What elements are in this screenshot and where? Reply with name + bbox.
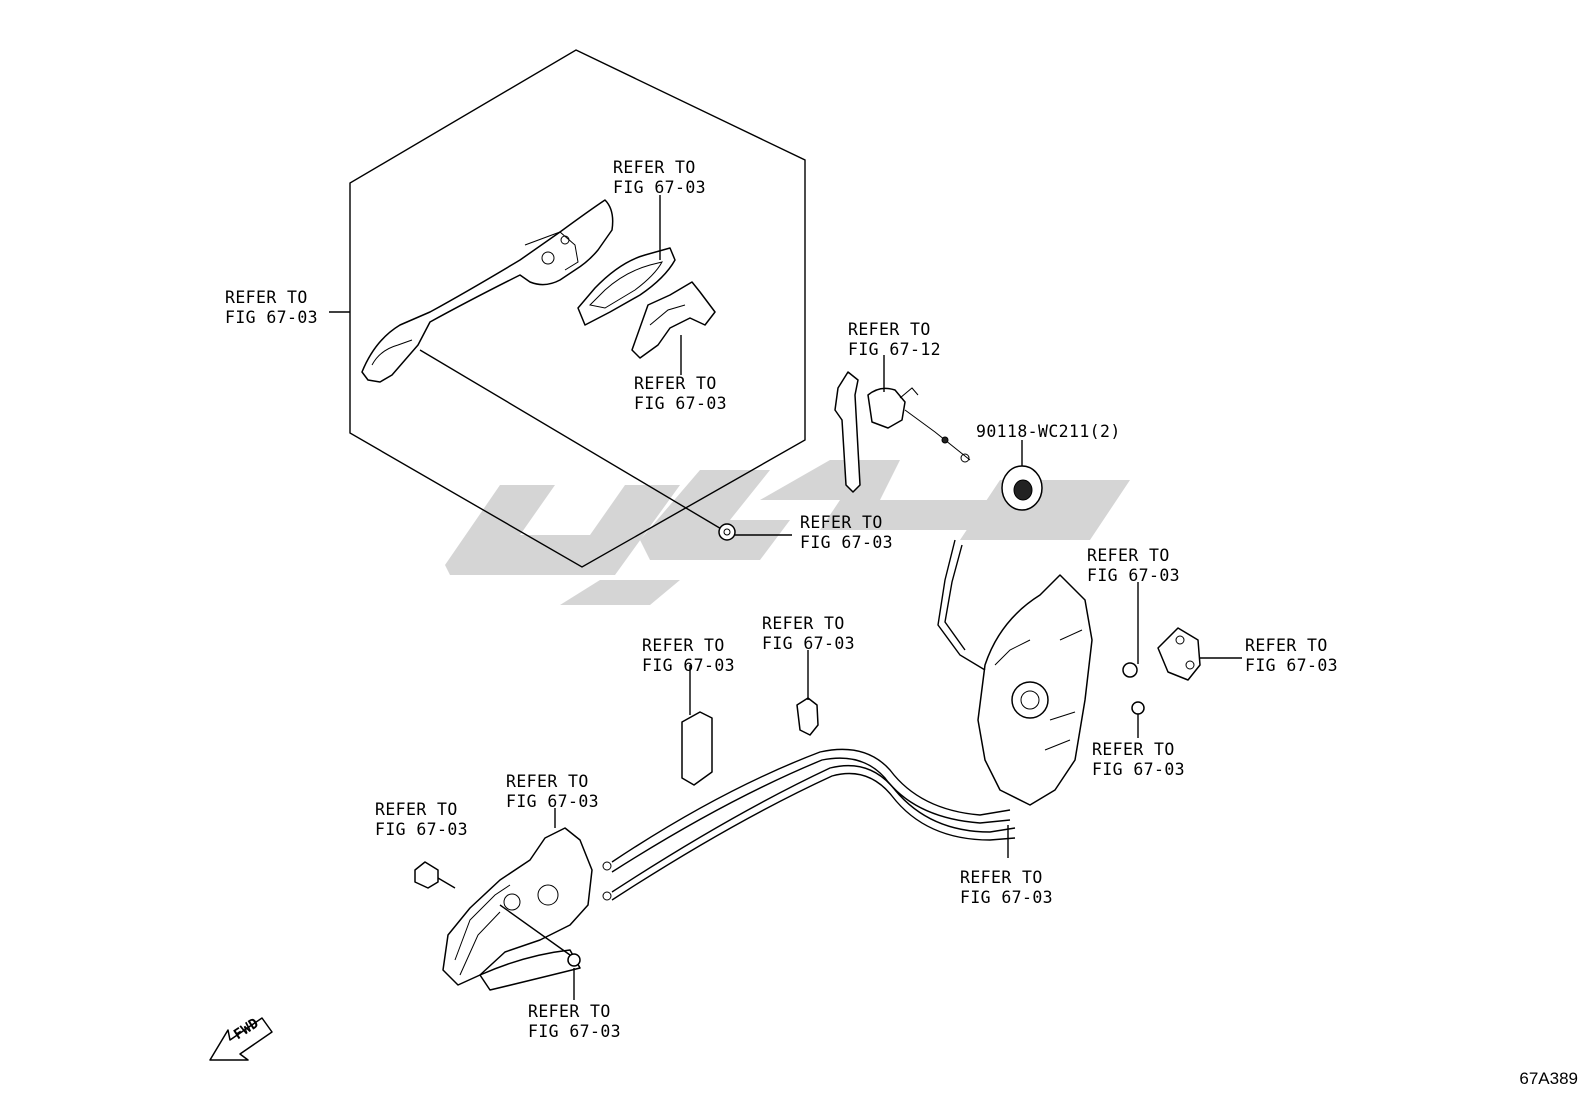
handle-cover-part: [631, 281, 716, 359]
figure-id: 67A389: [1519, 1069, 1578, 1088]
handle-nut-part: [718, 523, 736, 541]
callout-line2: FIG 67-03: [613, 178, 707, 197]
callout-cable: REFER TO FIG 67-03: [960, 868, 1053, 908]
callout-line1: REFER TO: [800, 513, 883, 532]
grommet-part: [1001, 465, 1043, 511]
callout-lock-screw: REFER TO FIG 67-03: [1092, 740, 1185, 780]
handle-pad-part: [577, 247, 676, 326]
callout-handle-assy: REFER TO FIG 67-03: [225, 288, 318, 328]
callout-line1: REFER TO: [960, 868, 1043, 887]
callout-line2: FIG 67-03: [528, 1022, 622, 1041]
callout-pad: REFER TO FIG 67-03: [642, 636, 735, 676]
callout-inside-handle-screw: REFER TO FIG 67-03: [528, 1002, 621, 1042]
callout-handle-nut: REFER TO FIG 67-03: [800, 513, 893, 553]
callout-line1: REFER TO: [506, 772, 589, 791]
callout-line2: FIG 67-03: [506, 792, 600, 811]
callout-line2: FIG 67-03: [634, 394, 728, 413]
callout-line1: REFER TO: [762, 614, 845, 633]
callout-line2: FIG 67-03: [375, 820, 469, 839]
callout-handle-cover: REFER TO FIG 67-03: [634, 374, 727, 414]
door-lock-part: [937, 539, 1093, 806]
inside-handle-screw-part: [567, 953, 581, 967]
callout-line2: FIG 67-12: [848, 340, 942, 359]
callout-line1: REFER TO: [225, 288, 308, 307]
callout-line1: REFER TO: [642, 636, 725, 655]
callout-line2: FIG 67-03: [960, 888, 1054, 907]
callout-line1: REFER TO: [375, 800, 458, 819]
callout-grommet-part-no: 90118-WC211(2): [976, 422, 1121, 441]
cable-clip-part: [796, 697, 819, 736]
callout-line2: FIG 67-03: [762, 634, 856, 653]
striker-screw-part: [1122, 662, 1138, 678]
pad-part: [681, 711, 713, 786]
callout-line2: FIG 67-03: [225, 308, 319, 327]
watermark-logo: [445, 460, 1130, 605]
callout-line1: REFER TO: [634, 374, 717, 393]
callout-line2: FIG 67-03: [642, 656, 736, 675]
lock-screw-part: [1131, 701, 1145, 715]
callout-line2: FIG 67-03: [800, 533, 894, 552]
inside-handle-part: [442, 827, 593, 991]
callout-striker-screw: REFER TO FIG 67-03: [1087, 546, 1180, 586]
plug-part: [414, 861, 439, 889]
callout-plug: REFER TO FIG 67-03: [375, 800, 468, 840]
callout-line1: REFER TO: [1087, 546, 1170, 565]
leader-lines: [329, 195, 1242, 1000]
striker-part: [1157, 627, 1201, 681]
callout-line1: REFER TO: [613, 158, 696, 177]
callout-handle-pad: REFER TO FIG 67-03: [613, 158, 706, 198]
handle-axis-line: [419, 349, 724, 531]
callout-line2: FIG 67-03: [1087, 566, 1181, 585]
assembly-enclosure: [349, 49, 806, 568]
callout-line1: REFER TO: [848, 320, 931, 339]
callout-key-cylinder: REFER TO FIG 67-12: [848, 320, 941, 360]
callout-line1: REFER TO: [1092, 740, 1175, 759]
callout-inside-handle: REFER TO FIG 67-03: [506, 772, 599, 812]
callout-striker: REFER TO FIG 67-03: [1245, 636, 1338, 676]
cable-part: [602, 748, 1016, 901]
key-cylinder-part: [834, 371, 971, 493]
outer-handle-part: [361, 199, 614, 383]
callout-line1: REFER TO: [528, 1002, 611, 1021]
callout-cable-clip: REFER TO FIG 67-03: [762, 614, 855, 654]
callout-line1: REFER TO: [1245, 636, 1328, 655]
callout-line2: FIG 67-03: [1245, 656, 1339, 675]
fwd-arrow-icon: [209, 1017, 273, 1061]
callout-line2: FIG 67-03: [1092, 760, 1186, 779]
